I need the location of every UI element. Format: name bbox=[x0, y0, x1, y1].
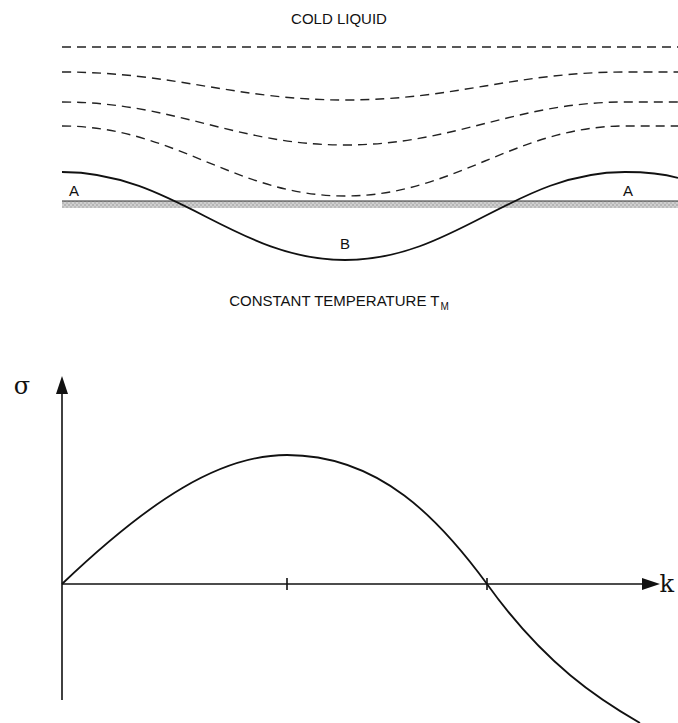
region-label: COLD LIQUID bbox=[291, 11, 387, 26]
point-label: A bbox=[69, 183, 79, 198]
region-label: CONSTANT TEMPERATURE T bbox=[229, 293, 439, 308]
subscript: M bbox=[440, 302, 448, 312]
axis-label: σ bbox=[14, 374, 30, 398]
flat-interface-band bbox=[62, 201, 678, 208]
point-label: A bbox=[623, 183, 633, 198]
axes bbox=[62, 392, 652, 700]
axis-arrow bbox=[642, 578, 660, 590]
growth-rate-curve bbox=[62, 455, 640, 723]
flat-interface bbox=[62, 200, 678, 201]
isotherms bbox=[62, 47, 678, 196]
axis-arrow bbox=[56, 376, 68, 394]
axis-label: k bbox=[659, 572, 674, 596]
point-label: B bbox=[340, 236, 350, 251]
perturbed-interface bbox=[62, 172, 678, 260]
